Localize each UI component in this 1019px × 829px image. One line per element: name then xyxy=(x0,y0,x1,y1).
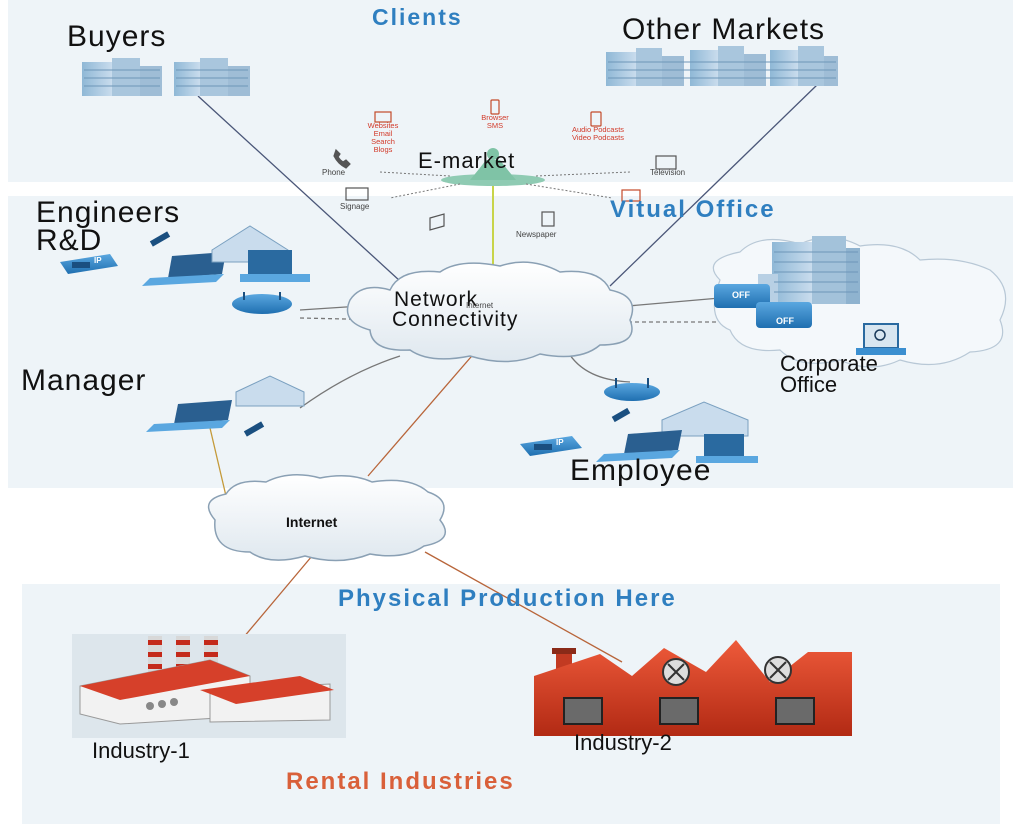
manager-label: Manager xyxy=(21,364,147,397)
phone-icon xyxy=(333,148,351,169)
buyers-buildings-icon xyxy=(82,58,250,96)
channel-email: Email xyxy=(373,129,393,138)
employee-router-icon xyxy=(604,378,660,401)
clients-section-title: Clients xyxy=(372,4,463,30)
internet-cloud-icon xyxy=(207,474,446,562)
industry1-label: Industry-1 xyxy=(92,738,190,763)
channel-icons xyxy=(374,99,602,127)
channel-audio-podcasts: Audio Podcasts xyxy=(571,125,625,134)
internet-cloud-label: Internet xyxy=(286,514,338,530)
emarket-hub-icon xyxy=(379,148,631,199)
channel-blogs: Blogs xyxy=(373,145,393,154)
television-icon xyxy=(655,155,677,170)
network-cloud-label-line1: Network xyxy=(394,288,479,311)
engineers-ip-phone-icon xyxy=(60,254,118,274)
office-badge-2: OFF xyxy=(776,316,794,326)
channel-television: Television xyxy=(650,168,686,177)
engineers-computer-icon xyxy=(240,250,310,282)
rnd-label: R&D xyxy=(36,224,103,257)
websites-icon xyxy=(374,111,392,123)
newspaper-icon xyxy=(541,211,555,227)
channel-signage: Signage xyxy=(340,202,370,211)
corporate-office-label-line2: Office xyxy=(780,372,838,397)
network-cloud-label-line2: Connectivity xyxy=(392,308,519,331)
employee-label: Employee xyxy=(570,454,712,487)
manager-house-icon xyxy=(235,375,305,407)
employee-wireless-icon xyxy=(611,407,631,423)
engineers-wireless-icon xyxy=(149,231,171,247)
rental-industries-title: Rental Industries xyxy=(286,768,515,795)
channel-phone: Phone xyxy=(322,168,346,177)
buyers-label: Buyers xyxy=(67,20,167,53)
podcast-icon xyxy=(590,111,602,127)
media-icons xyxy=(333,148,677,231)
network-cloud-icon xyxy=(346,261,634,363)
emarket-label: E-market xyxy=(418,148,516,173)
employee-phone-badge: IP xyxy=(556,438,564,447)
other-markets-buildings-icon xyxy=(606,46,838,86)
industry2-factory-icon xyxy=(534,640,852,736)
channel-video-podcasts: Video Podcasts xyxy=(572,133,624,142)
industry1-factory-icon xyxy=(72,634,346,738)
manager-laptop-icon xyxy=(146,400,232,432)
signage-icon xyxy=(345,187,369,201)
office-badge-1: OFF xyxy=(732,290,750,300)
emarket-channel-podcast-group: Audio Podcasts Video Podcasts xyxy=(548,126,648,142)
channel-browser: Browser xyxy=(481,113,509,122)
engineers-label: Engineers xyxy=(36,196,181,229)
channel-newspaper: Newspaper xyxy=(516,230,557,239)
virtual-office-section-title: Vitual Office xyxy=(610,196,776,223)
employee-computer-icon xyxy=(696,434,758,463)
engineers-router-icon xyxy=(232,292,292,314)
physical-production-title: Physical Production Here xyxy=(338,585,677,612)
channel-search: Search xyxy=(371,137,395,146)
industry2-label: Industry-2 xyxy=(574,730,672,755)
channel-websites: Websites xyxy=(367,121,399,130)
employee-ip-phone-icon xyxy=(520,436,582,456)
corporate-computer-icon xyxy=(856,323,906,355)
emarket-channel-websites-group: Websites Email Search Blogs xyxy=(358,122,408,154)
channel-internet: Internet xyxy=(466,301,494,310)
manager-wireless-icon xyxy=(243,421,265,437)
radio-icon xyxy=(621,189,641,202)
channel-sms: SMS xyxy=(486,121,504,130)
browser-icon xyxy=(490,99,500,115)
engineers-phone-badge: IP xyxy=(94,256,102,265)
employee-laptop-icon xyxy=(596,430,682,462)
corporate-building-icon xyxy=(758,236,860,304)
other-markets-label: Other Markets xyxy=(622,13,826,46)
office-router-icon xyxy=(714,284,812,328)
emarket-channel-browser-group: Browser SMS xyxy=(470,114,520,130)
box-icon xyxy=(429,213,445,231)
corporate-office-label-line1: Corporate xyxy=(780,351,878,376)
